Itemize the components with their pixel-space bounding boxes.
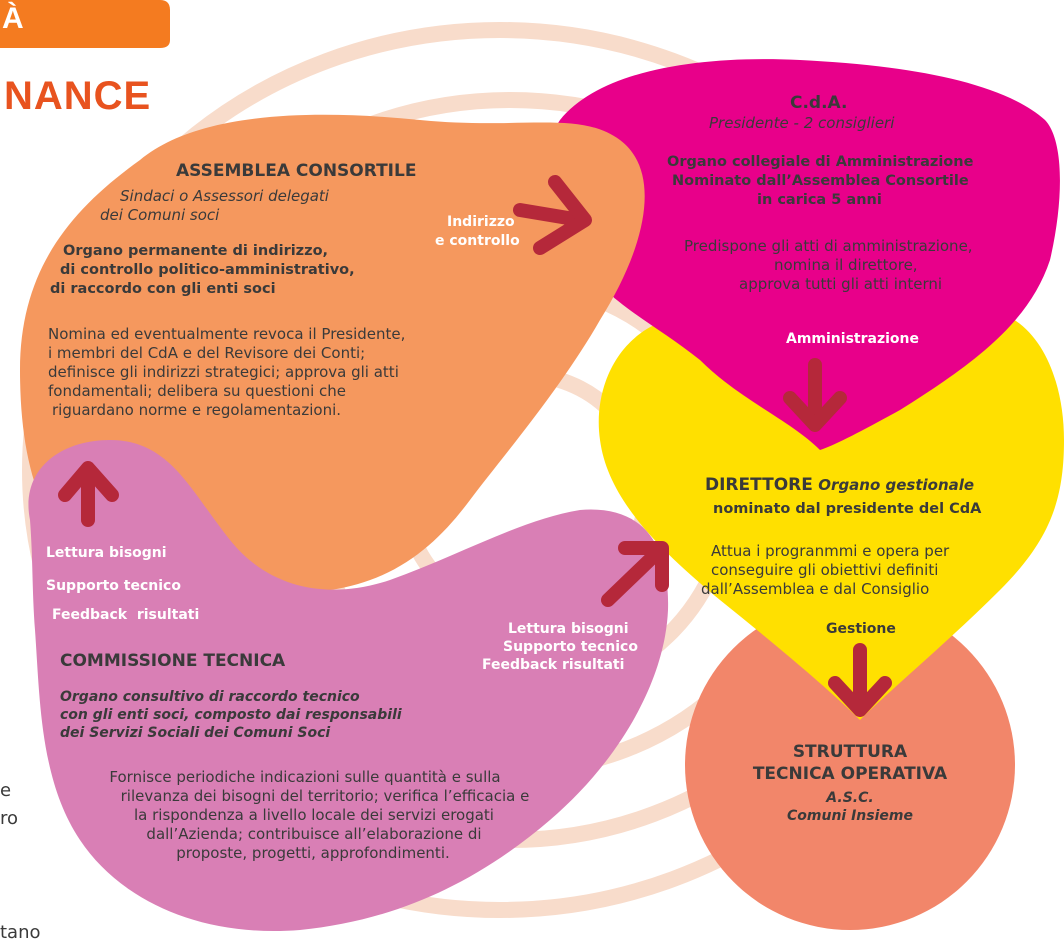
struttura-sub-2: Comuni Insieme (787, 808, 913, 824)
commissione-role-1: Organo consultivo di raccordo tecnico (60, 689, 360, 705)
direttore-flow-label: Gestione (826, 621, 896, 637)
struttura-shape (685, 600, 1015, 930)
commissione-desc-3: la rispondenza a livello locale dei serv… (134, 806, 494, 824)
commissione-role-2: con gli enti soci, composto dai responsa… (60, 707, 402, 723)
commissione-desc-5: proposte, progetti, approfondimenti. (176, 844, 450, 862)
assemblea-title: ASSEMBLEA CONSORTILE (176, 161, 417, 181)
indirizzo-label-1: Indirizzo (447, 214, 515, 230)
commissione-desc-1: Fornisce periodiche indicazioni sulle qu… (109, 768, 501, 786)
struttura-title-2: TECNICA OPERATIVA (752, 764, 948, 784)
assemblea-role-3: di raccordo con gli enti soci (50, 281, 276, 297)
direttore-desc-3: dall’Assemblea e dal Consiglio (701, 580, 930, 598)
left-label-3: Feedback risultati (52, 607, 200, 623)
left-label-1: Lettura bisogni (46, 545, 167, 561)
assemblea-subtitle-1: Sindaci o Assessori delegati (120, 187, 329, 205)
struttura-sub-1: A.S.C. (826, 790, 874, 806)
arrow-right-up (601, 541, 669, 607)
cda-title: C.d.A. (790, 93, 848, 113)
cda-role-1: Organo collegiale di Amministrazione (667, 154, 974, 170)
direttore-role: nominato dal presidente del CdA (713, 501, 982, 517)
assemblea-role-1: Organo permanente di indirizzo, (63, 243, 329, 259)
cda-desc-3: approva tutti gli atti interni (739, 275, 943, 293)
assemblea-desc-3: definisce gli indirizzi strategici; appr… (48, 363, 399, 381)
assemblea-desc-5: riguardano norme e regolamentazioni. (52, 401, 342, 419)
arrow-left-up (58, 461, 119, 527)
assemblea-role-2: di controllo politico-amministrativo, (60, 262, 355, 278)
header-tab-letter: À (2, 2, 24, 35)
header-title: NANCE (4, 74, 152, 118)
assemblea-desc-1: Nomina ed eventualmente revoca il Presid… (48, 325, 406, 343)
cda-desc-2: nomina il direttore, (774, 256, 918, 274)
assemblea-desc-4: fondamentali; delibera su questioni che (48, 382, 347, 400)
assemblea-desc-2: i membri del CdA e del Revisore dei Cont… (48, 344, 366, 362)
direttore-desc-2: conseguire gli obiettivi definiti (711, 561, 939, 579)
commissione-title: COMMISSIONE TECNICA (60, 651, 286, 671)
direttore-title: DIRETTORE (705, 475, 813, 495)
direttore-shape (598, 308, 1064, 720)
struttura-title-1: STRUTTURA (792, 742, 908, 762)
header-tab (0, 0, 170, 48)
indirizzo-label-2: e controllo (435, 233, 520, 249)
left-label-2: Supporto tecnico (46, 578, 181, 594)
commissione-desc-4: dall’Azienda; contribuisce all’elaborazi… (146, 825, 482, 843)
cda-shape (549, 59, 1060, 451)
right-label-2: Supporto tecnico (503, 639, 638, 655)
cda-desc-1: Predispone gli atti di amministrazione, (684, 237, 973, 255)
cda-role-3: in carica 5 anni (757, 192, 882, 208)
direttore-desc-1: Attua i progranmmi e opera per (711, 542, 950, 560)
arrows (58, 175, 892, 717)
direttore-heading: DIRETTORE Organo gestionale (705, 474, 974, 496)
arrow-amministrazione (783, 358, 847, 432)
right-label-1: Lettura bisogni (508, 621, 629, 637)
edge-fragment-2: ro (0, 808, 19, 829)
direttore-title-italic: Organo gestionale (818, 476, 975, 494)
cda-subtitle: Presidente - 2 consiglieri (709, 114, 895, 132)
right-label-3: Feedback risultati (482, 657, 625, 673)
edge-fragment-3: tano (0, 922, 41, 943)
arrow-indirizzo (513, 175, 592, 255)
commissione-desc-2: rilevanza dei bisogni del territorio; ve… (120, 787, 530, 805)
arrow-gestione (828, 643, 892, 717)
cda-role-2: Nominato dall’Assemblea Consortile (672, 173, 969, 189)
assemblea-subtitle-2: dei Comuni soci (100, 206, 220, 224)
edge-fragment-1: e (0, 780, 12, 801)
commissione-role-3: dei Servizi Sociali dei Comuni Soci (60, 725, 331, 741)
commissione-shape (28, 440, 669, 932)
cda-flow-label: Amministrazione (786, 331, 919, 347)
